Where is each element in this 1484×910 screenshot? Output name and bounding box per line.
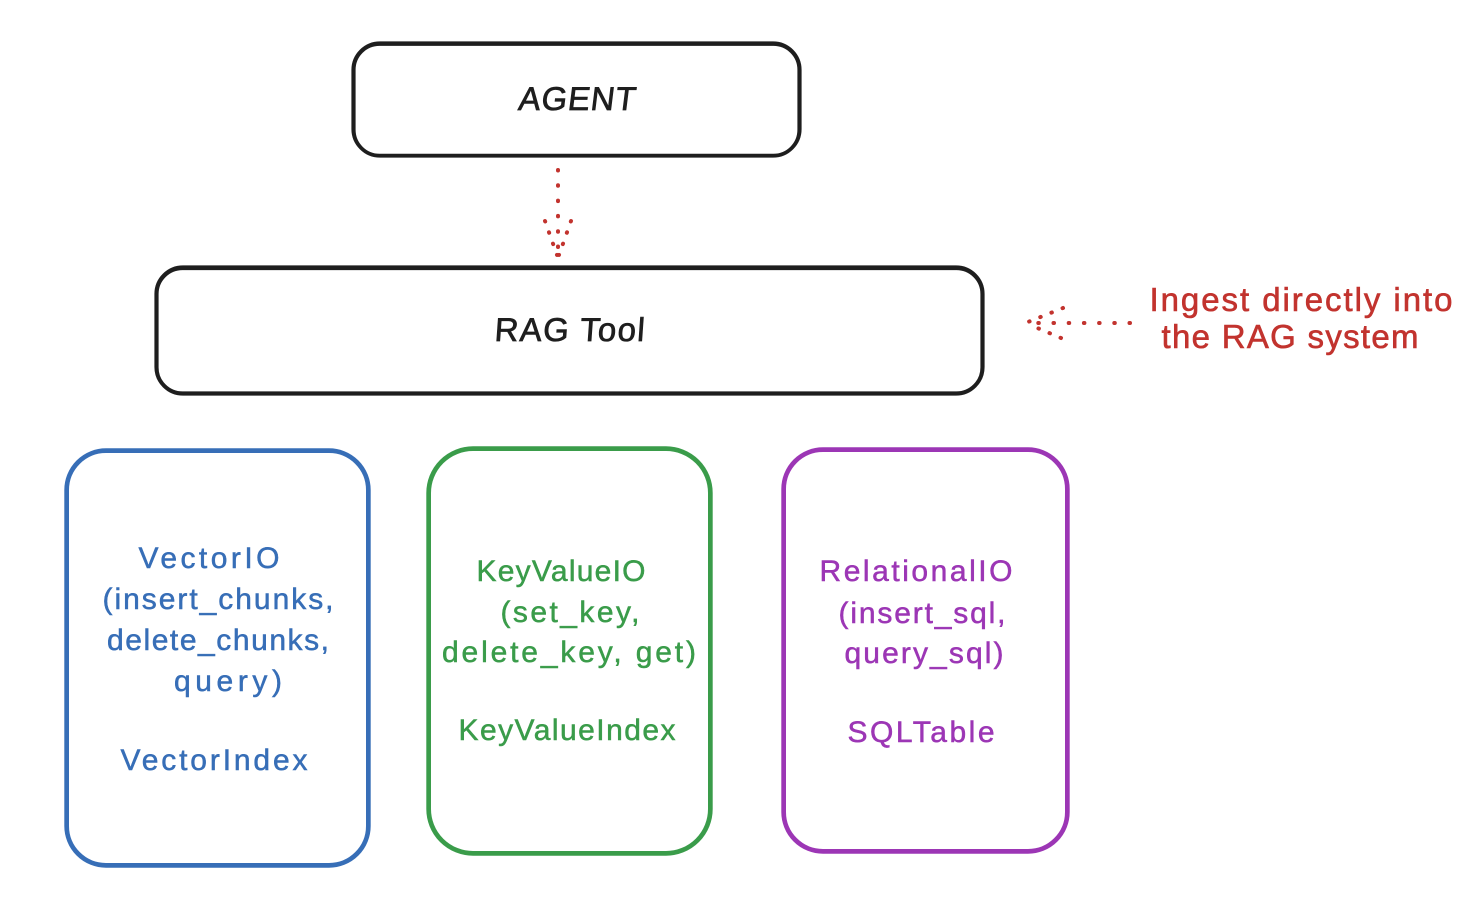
svg-text:RelationalIO: RelationalIO	[820, 555, 1013, 588]
svg-text:delete_key, get): delete_key, get)	[442, 636, 696, 669]
svg-text:(insert_chunks,: (insert_chunks,	[103, 583, 334, 616]
svg-text:(set_key,: (set_key,	[501, 596, 640, 629]
svg-text:AGENT: AGENT	[517, 81, 639, 118]
svg-text:query_sql): query_sql)	[845, 637, 1004, 670]
svg-text:Ingest directly into: Ingest directly into	[1150, 281, 1453, 318]
svg-text:(insert_sql,: (insert_sql,	[839, 597, 1006, 630]
svg-text:VectorIndex: VectorIndex	[121, 744, 308, 777]
svg-text:KeyValueIndex: KeyValueIndex	[459, 714, 676, 747]
svg-text:delete_chunks,: delete_chunks,	[107, 624, 329, 657]
svg-text:RAG Tool: RAG Tool	[493, 312, 646, 349]
svg-text:KeyValueIO: KeyValueIO	[477, 555, 646, 588]
svg-text:the RAG system: the RAG system	[1162, 318, 1419, 355]
svg-text:query): query)	[174, 665, 282, 698]
svg-text:SQLTable: SQLTable	[848, 716, 995, 749]
